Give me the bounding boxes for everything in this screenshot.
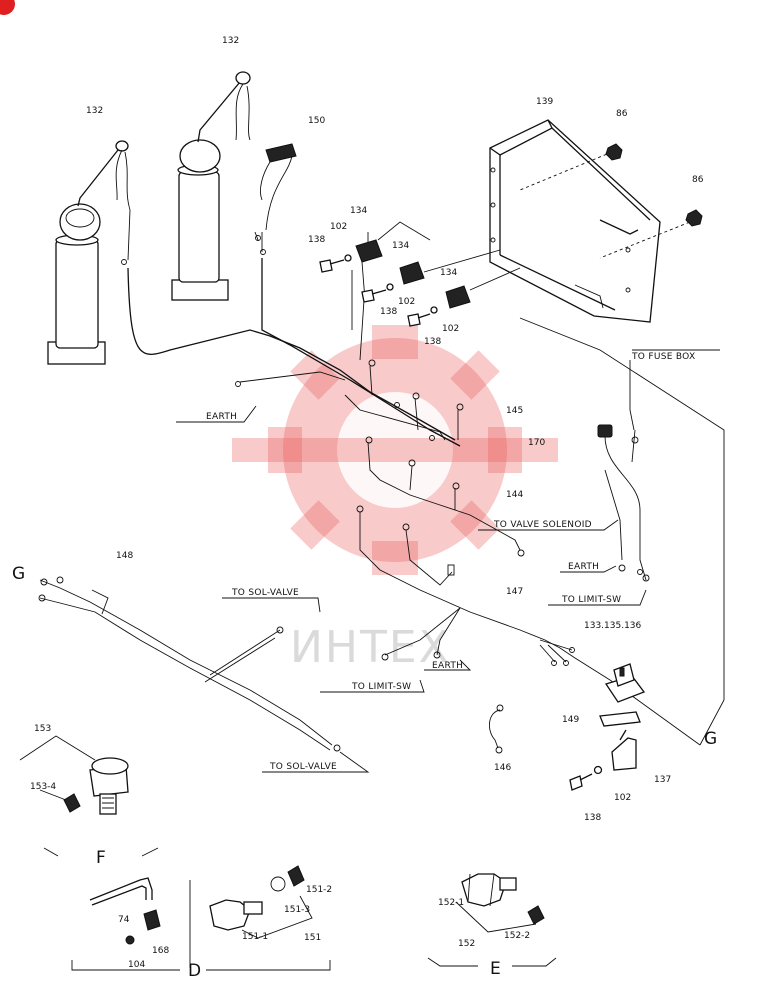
callout-earth: EARTH <box>432 661 463 671</box>
part-label-152-1: 152-1 <box>438 898 464 908</box>
part-label-133-135-136: 133.135.136 <box>584 621 642 631</box>
control-lever-left <box>47 140 131 365</box>
tube-74 <box>89 877 153 906</box>
washer-102-c <box>430 306 438 314</box>
callout-to-limit-sw: TO LIMIT-SW <box>351 682 411 692</box>
connector-150 <box>259 143 297 231</box>
plug-152-2 <box>527 905 545 925</box>
part-label-145: 145 <box>506 406 523 416</box>
washer-102-d <box>593 765 603 775</box>
nut-86-a <box>605 143 623 161</box>
part-label-152-2: 152-2 <box>504 931 530 941</box>
part-label-102: 102 <box>398 297 415 307</box>
part-label-151-3: 151-3 <box>284 905 310 915</box>
part-label-137: 137 <box>654 775 671 785</box>
callout-to-sol-valve: TO SOL-VALVE <box>269 762 337 772</box>
part-label-139: 139 <box>536 97 553 107</box>
part-label-168: 168 <box>152 946 169 956</box>
part-label-86: 86 <box>616 109 628 119</box>
nut-104 <box>125 935 135 945</box>
callout-earth: EARTH <box>568 562 599 572</box>
screw-138-a <box>319 259 345 273</box>
fitting-153 <box>89 757 129 815</box>
harness-main-2 <box>261 258 461 447</box>
union-152-1 <box>461 873 517 907</box>
watermark-logo <box>232 325 558 575</box>
part-label-102: 102 <box>442 324 459 334</box>
part-label-132: 132 <box>222 36 239 46</box>
section-letter-e: E <box>490 959 501 979</box>
part-label-74: 74 <box>118 915 130 925</box>
bracket-137 <box>611 729 637 771</box>
control-lever-right <box>171 71 266 301</box>
callout-to-limit-sw: TO LIMIT-SW <box>561 595 621 605</box>
part-label-151-1: 151-1 <box>242 932 268 942</box>
page-corner-marker <box>0 0 15 15</box>
relay-133 <box>604 663 646 703</box>
limit-switch-134-c <box>445 285 471 309</box>
harness-170 <box>604 435 647 581</box>
callout-to-fuse-box: TO FUSE BOX <box>631 352 695 362</box>
limit-switch-134-b <box>399 261 425 285</box>
part-label-102: 102 <box>614 793 631 803</box>
union-151-1 <box>209 899 263 931</box>
watermark-text: ИНТЕХ <box>290 622 451 673</box>
part-label-170: 170 <box>528 438 545 448</box>
part-label-138: 138 <box>380 307 397 317</box>
part-label-150: 150 <box>308 116 325 126</box>
section-letter-f: F <box>96 848 106 868</box>
part-label-138: 138 <box>424 337 441 347</box>
screw-138-d <box>569 773 593 791</box>
part-label-102: 102 <box>330 222 347 232</box>
part-label-153: 153 <box>34 724 51 734</box>
fitting-168 <box>143 909 161 931</box>
callout-to-sol-valve: TO SOL-VALVE <box>231 588 299 598</box>
harness-147 <box>359 512 701 746</box>
ring-151-3 <box>270 876 286 892</box>
harness-148 <box>38 576 341 752</box>
callout-to-valve-solenoid: TO VALVE SOLENOID <box>493 520 592 530</box>
part-label-146: 146 <box>494 763 511 773</box>
part-label-134: 134 <box>392 241 409 251</box>
plate-149 <box>599 711 641 727</box>
part-label-148: 148 <box>116 551 133 561</box>
part-label-132: 132 <box>86 106 103 116</box>
harness-146 <box>489 709 501 749</box>
part-label-104: 104 <box>128 960 145 970</box>
part-label-138: 138 <box>584 813 601 823</box>
part-label-149: 149 <box>562 715 579 725</box>
plug-151-2 <box>287 865 305 887</box>
harness-144 <box>367 441 521 551</box>
part-label-144: 144 <box>506 490 523 500</box>
screw-138-b <box>361 289 387 303</box>
part-label-151: 151 <box>304 933 321 943</box>
part-label-153-4: 153-4 <box>30 782 56 792</box>
limit-switch-134-a <box>355 232 383 263</box>
part-label-152: 152 <box>458 939 475 949</box>
washer-102-b <box>386 283 394 291</box>
section-letter-g: G <box>704 729 717 749</box>
harness-main <box>127 267 456 441</box>
part-label-147: 147 <box>506 587 523 597</box>
part-label-151-2: 151-2 <box>306 885 332 895</box>
part-label-134: 134 <box>440 268 457 278</box>
nut-86-b <box>685 209 703 227</box>
part-label-134: 134 <box>350 206 367 216</box>
part-label-86: 86 <box>692 175 704 185</box>
callout-earth: EARTH <box>206 412 237 422</box>
screw-138-c <box>407 313 431 327</box>
washer-102-a <box>344 254 352 262</box>
mounting-box-139 <box>489 119 661 323</box>
plug-153-4 <box>63 793 81 813</box>
part-label-138: 138 <box>308 235 325 245</box>
section-letter-g: G <box>12 564 25 584</box>
section-letter-d: D <box>188 961 201 981</box>
